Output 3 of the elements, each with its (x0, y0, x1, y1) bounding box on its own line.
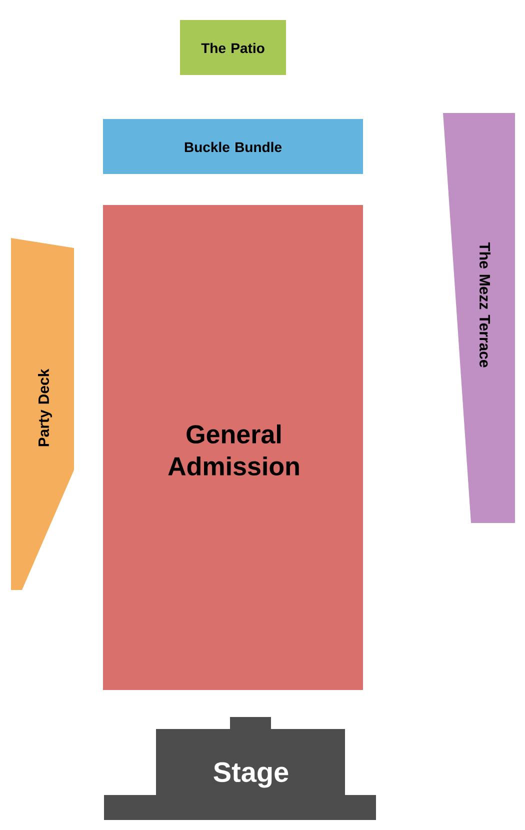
section-box: General Admission (103, 205, 363, 690)
section-box: Buckle Bundle (103, 119, 363, 174)
section-box: The Patio (180, 20, 286, 75)
